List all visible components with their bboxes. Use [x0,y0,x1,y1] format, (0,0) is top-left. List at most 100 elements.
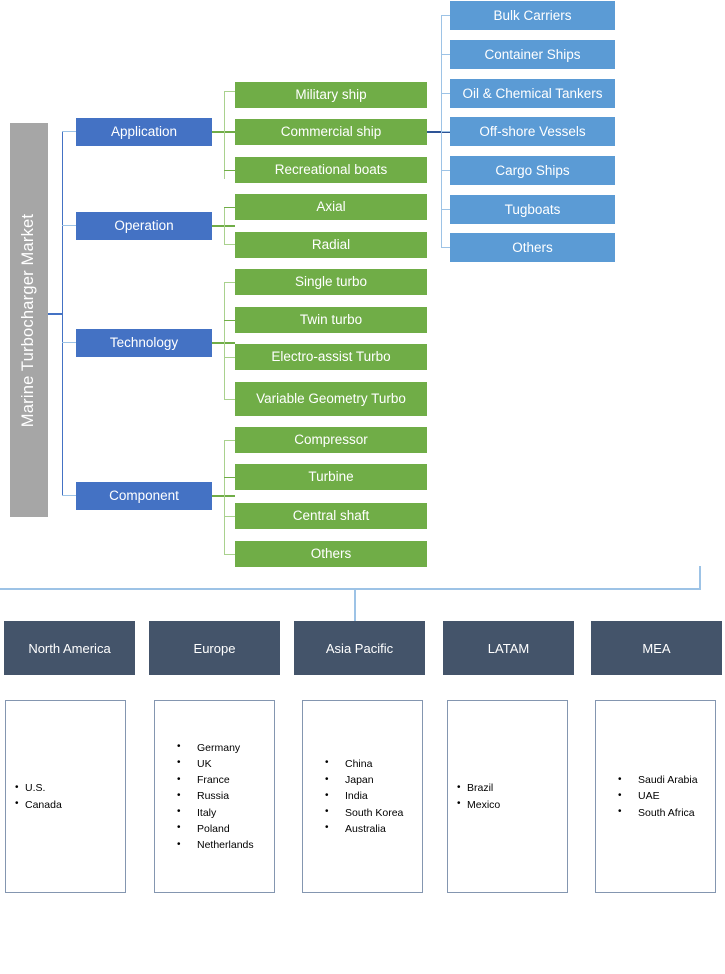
category-box-application[interactable]: Application [76,118,212,146]
region-list-europe: GermanyUKFranceRussiaItalyPolandNetherla… [154,700,275,893]
segment-label: Variable Geometry Turbo [256,391,406,407]
application-box-tugboats[interactable]: Tugboats [450,195,615,224]
region-header-asia-pacific[interactable]: Asia Pacific [294,621,425,675]
application-label: Container Ships [484,46,581,62]
country-list-item: South Korea [325,804,422,821]
application-label: Others [512,239,553,255]
connector-application-to-military [224,91,235,92]
category-box-component[interactable]: Component [76,482,212,510]
segment-label: Axial [316,199,346,215]
segment-label: Military ship [295,87,367,103]
segment-box-axial[interactable]: Axial [235,194,427,220]
country-list: Saudi ArabiaUAESouth Africa [596,772,715,821]
application-label: Tugboats [504,201,561,217]
connector-application-to-recreational [224,170,235,171]
connector-component-to-central [224,516,235,517]
country-list-item: Saudi Arabia [618,772,715,788]
country-list-item: India [325,788,422,804]
country-list-item: France [177,772,274,788]
segment-box-central-shaft[interactable]: Central shaft [235,503,427,529]
region-list-asia-pacific: ChinaJapanIndiaSouth KoreaAustralia [302,700,423,893]
connector-operation-to-axial [224,207,235,208]
country-list-item: Netherlands [177,837,274,853]
region-list-latam: BrazilMexico [447,700,568,893]
connector-root-trunk [62,131,63,496]
application-box-container-ships[interactable]: Container Ships [450,40,615,69]
segment-box-others[interactable]: Others [235,541,427,567]
region-header-mea[interactable]: MEA [591,621,722,675]
segment-box-turbine[interactable]: Turbine [235,464,427,490]
connector-commercial-stem [427,131,450,133]
connector-branch-technology [62,342,76,343]
country-list-item: Russia [177,788,274,804]
segment-box-commercial-ship[interactable]: Commercial ship [235,119,427,145]
connector-app-to-oil-chemical-tankers [441,93,450,94]
connector-component-to-turbine [224,477,235,478]
application-box-bulk-carriers[interactable]: Bulk Carriers [450,1,615,30]
region-name: North America [28,640,111,656]
category-label: Operation [114,218,174,234]
region-header-europe[interactable]: Europe [149,621,280,675]
application-label: Cargo Ships [495,162,570,178]
segment-box-military-ship[interactable]: Military ship [235,82,427,108]
application-box-others[interactable]: Others [450,233,615,262]
connector-operation-stem [212,225,235,227]
category-box-operation[interactable]: Operation [76,212,212,240]
connector-branch-component [62,495,76,496]
segment-label: Electro-assist Turbo [271,349,391,365]
connector-root-stub [48,313,63,315]
segment-box-twin-turbo[interactable]: Twin turbo [235,307,427,333]
segment-box-radial[interactable]: Radial [235,232,427,258]
segment-label: Compressor [294,432,368,448]
connector-branch-operation [62,225,76,226]
country-list-item: Mexico [457,796,567,813]
segment-box-single-turbo[interactable]: Single turbo [235,269,427,295]
connector-region-drop [354,588,356,621]
connector-region-riser [699,566,701,590]
connector-technology-to-twin [224,320,235,321]
application-label: Off-shore Vessels [479,123,586,139]
connector-technology-to-variable [224,399,235,400]
segment-label: Others [310,546,352,562]
connector-technology-stem [212,342,235,344]
country-list-item: Australia [325,820,422,837]
application-box-offshore-vessels[interactable]: Off-shore Vessels [450,117,615,146]
connector-branch-application [62,131,76,132]
segment-label: Radial [311,237,351,253]
root-market-bar: Marine Turbocharger Market [10,123,48,517]
region-name: Asia Pacific [325,640,394,656]
connector-component-stem [212,495,235,497]
country-list-item: Brazil [457,780,567,796]
category-label: Application [110,124,178,140]
segment-label: Central shaft [292,508,370,524]
region-header-latam[interactable]: LATAM [443,621,574,675]
country-list-item: Poland [177,820,274,837]
segment-label: Commercial ship [280,124,382,140]
region-name: Europe [193,640,236,656]
application-box-oil-chemical-tankers[interactable]: Oil & Chemical Tankers [450,79,615,108]
region-list-mea: Saudi ArabiaUAESouth Africa [595,700,716,893]
segment-box-variable-geometry-turbo[interactable]: Variable Geometry Turbo [235,382,427,416]
application-box-cargo-ships[interactable]: Cargo Ships [450,156,615,185]
region-name: MEA [642,640,671,656]
country-list: BrazilMexico [448,780,567,813]
category-label: Technology [109,335,179,351]
segment-label: Turbine [308,469,354,485]
connector-app-to-tugboats [441,209,450,210]
region-header-north-america[interactable]: North America [4,621,135,675]
category-box-technology[interactable]: Technology [76,329,212,357]
segment-box-compressor[interactable]: Compressor [235,427,427,453]
connector-operation-to-radial [224,244,235,245]
connector-technology-to-single [224,282,235,283]
segment-box-electro-assist-turbo[interactable]: Electro-assist Turbo [235,344,427,370]
connector-app-to-cargo-ships [441,170,450,171]
country-list: U.S.Canada [6,780,125,813]
segment-label: Single turbo [294,274,368,290]
connector-application-spine [224,91,225,179]
country-list-item: South Africa [618,804,715,821]
segment-box-recreational-boats[interactable]: Recreational boats [235,157,427,183]
root-market-label: Marine Turbocharger Market [19,213,38,427]
category-label: Component [109,488,179,504]
connector-technology-to-electro [224,357,235,358]
